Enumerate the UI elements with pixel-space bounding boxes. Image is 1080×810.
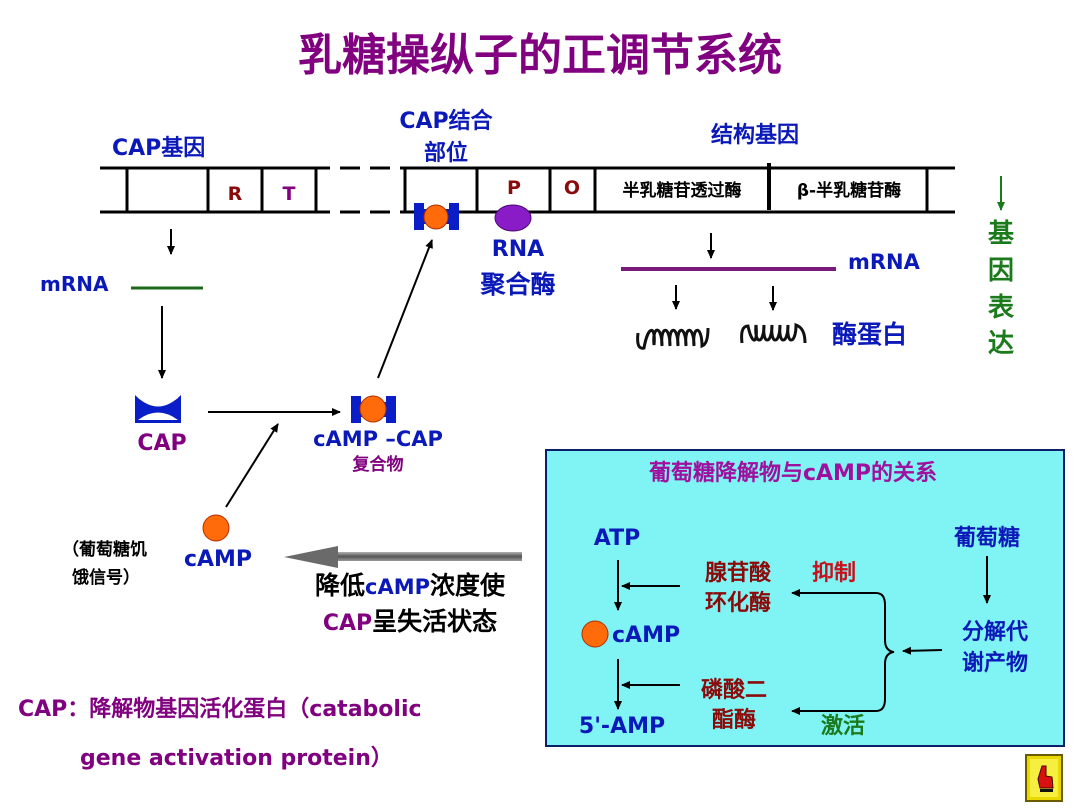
- gene-expression-char-4: 达: [988, 329, 1014, 359]
- pointing-hand-icon: [1037, 765, 1054, 789]
- complex-label-line1: cAMP –CAP: [313, 427, 443, 451]
- bound-camp-cap-icon: [414, 203, 459, 230]
- starvation-signal-line2: 饿信号）: [71, 567, 140, 588]
- panel-atp: ATP: [594, 526, 640, 551]
- cap-label: CAP: [137, 431, 186, 456]
- structural-genes-label: 结构基因: [711, 122, 799, 148]
- phosphodiesterase-line2: 酯酶: [712, 708, 756, 733]
- dna-segment-p: P: [507, 177, 521, 199]
- effect-note-line2: CAP呈失活状态: [323, 607, 497, 636]
- cap-definition-line1: CAP：降解物基因活化蛋白（catabolic: [18, 696, 422, 722]
- starvation-signal-line1: （葡萄糖饥: [62, 539, 147, 560]
- next-slide-button[interactable]: [1025, 754, 1063, 802]
- hand-cuff: [1040, 789, 1053, 792]
- cap-definition-line2: gene activation protein）: [80, 746, 393, 771]
- dna-segment-galactosidase: β-半乳糖苷酶: [797, 180, 901, 201]
- panel-camp-icon: [581, 620, 609, 648]
- cap-notch-top: [138, 398, 178, 406]
- cap-notch-bottom: [138, 412, 178, 420]
- cap-site-label-line2: 部位: [424, 140, 468, 166]
- camp-to-complex-arrow: [225, 423, 279, 508]
- metabolites-to-brace-arrow: [902, 646, 943, 655]
- gene-expression-char-2: 因: [988, 256, 1014, 286]
- lac-mrna-label: mRNA: [848, 250, 921, 274]
- rna-polymerase-icon: [494, 204, 532, 232]
- activate-label: 激活: [821, 713, 865, 739]
- effect-note-line1-suffix: 浓度使: [430, 571, 506, 600]
- effect-note-line1-prefix: 降低: [315, 571, 365, 600]
- dna-segment-t: T: [283, 183, 296, 205]
- dna-segment-o: O: [564, 177, 580, 199]
- page-title: 乳糖操纵子的正调节系统: [298, 30, 782, 81]
- cap-site-label-line1: CAP结合: [399, 108, 493, 134]
- dna-segment-r: R: [228, 183, 243, 205]
- panel-title: 葡萄糖降解物与cAMP的关系: [648, 460, 937, 486]
- effect-note-line2-prefix: CAP: [323, 611, 372, 636]
- effect-note-line1-highlight: cAMP: [365, 575, 430, 599]
- rna-polymerase-label-line1: RNA: [492, 237, 544, 262]
- effect-note-line2-suffix: 呈失活状态: [372, 607, 497, 636]
- panel-5-amp: 5'-AMP: [579, 714, 665, 739]
- adenylate-cyclase-line1: 腺苷酸: [705, 561, 772, 586]
- reduce-camp-arrow: [284, 546, 522, 568]
- panel-camp: cAMP: [612, 623, 680, 648]
- camp-molecule-icon: [202, 514, 230, 542]
- phosphodiesterase-line1: 磷酸二: [701, 678, 767, 703]
- complex-label-line2: 复合物: [352, 454, 404, 475]
- adenylate-cyclase-line2: 环化酶: [705, 590, 771, 616]
- panel-glucose: 葡萄糖: [953, 525, 1020, 551]
- effect-note-line1: 降低cAMP浓度使: [315, 571, 506, 600]
- glucose-camp-panel: 葡萄糖降解物与cAMP的关系 ATP cAMP 5'-AMP 腺苷酸 环化酶 磷…: [545, 449, 1065, 747]
- gene-expression-char-1: 基: [988, 219, 1015, 249]
- enzyme-protein-label: 酶蛋白: [832, 320, 907, 349]
- enzyme-coil-icon-1: [636, 327, 710, 350]
- dna-segment-permease: 半乳糖苷透过酶: [623, 180, 742, 201]
- brace-icon: [875, 592, 895, 712]
- gene-expression-char-3: 表: [988, 293, 1015, 323]
- cap-gene-label: CAP基因: [112, 136, 205, 161]
- camp-label: cAMP: [184, 547, 252, 572]
- complex-to-site-arrow: [377, 239, 433, 379]
- metabolites-line2: 谢产物: [962, 650, 1028, 676]
- rna-polymerase-label-line2: 聚合酶: [479, 270, 555, 299]
- camp-cap-complex-icon: [351, 395, 396, 423]
- inhibit-label: 抑制: [812, 561, 856, 586]
- metabolites-line1: 分解代: [962, 619, 1028, 645]
- cap-mrna-label: mRNA: [40, 272, 109, 296]
- enzyme-coil-icon-2: [740, 322, 807, 344]
